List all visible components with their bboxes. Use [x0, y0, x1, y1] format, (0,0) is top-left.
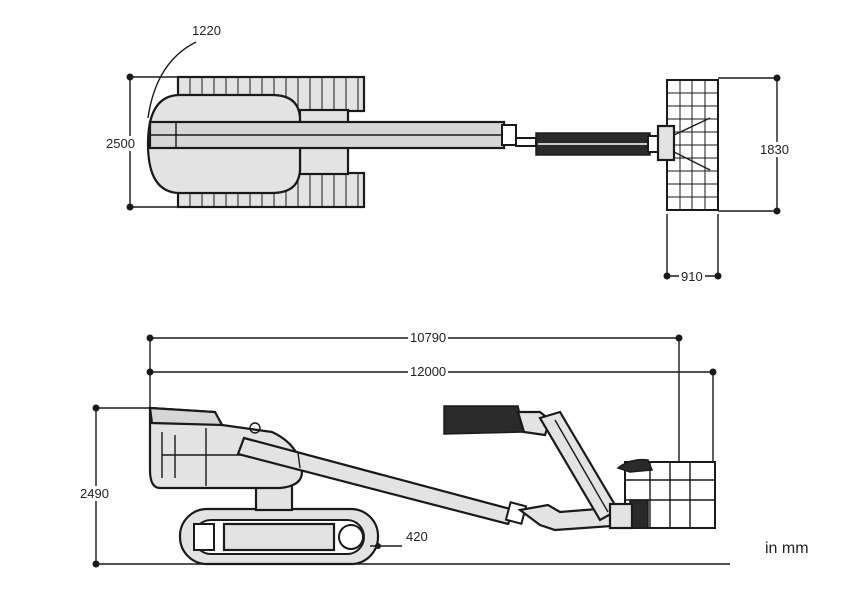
side-platform [608, 458, 716, 530]
dim-2500-label: 2500 [104, 136, 137, 151]
top-platform [656, 79, 719, 211]
top-boom-tip [501, 124, 517, 146]
dim-12000-label: 12000 [408, 364, 449, 379]
dim-1220-leader [147, 41, 197, 119]
side-jib-upper [443, 405, 525, 435]
side-turntable [148, 406, 304, 490]
dim-420-leader [370, 543, 402, 549]
dim-1220-label: 1220 [190, 23, 223, 38]
dim-2490-label: 2490 [78, 486, 111, 501]
side-view [92, 334, 730, 568]
side-track [178, 507, 380, 566]
top-view [126, 41, 781, 280]
side-jib-arm [538, 410, 620, 522]
side-pedestal [254, 484, 294, 512]
side-boom-main [236, 436, 516, 526]
dim-420-label: 420 [404, 529, 430, 544]
dim-10790-label: 10790 [408, 330, 449, 345]
unit-note: in mm [765, 540, 809, 557]
dim-910-label: 910 [679, 269, 705, 284]
dim-1830-label: 1830 [758, 142, 791, 157]
